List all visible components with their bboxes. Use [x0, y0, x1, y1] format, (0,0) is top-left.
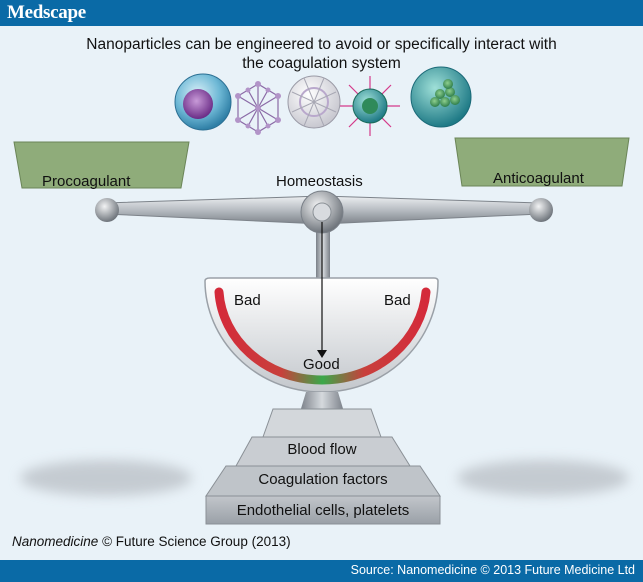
bottom-banner: Source: Nanomedicine © 2013 Future Medic… [0, 560, 643, 582]
left-pan [13, 141, 190, 189]
dial-arc [214, 287, 431, 385]
left-beam-end [95, 198, 119, 222]
caption-line-1: Nanoparticles can be engineered to avoid… [86, 36, 557, 53]
caption-line-2: the coagulation system [242, 55, 401, 72]
nanoparticle-liposome-icon [174, 73, 232, 131]
medscape-logo[interactable]: Medscape [7, 2, 86, 23]
right-beam-end [529, 198, 553, 222]
scale-post [316, 222, 330, 280]
anticoagulant-label: Anticoagulant [493, 170, 584, 187]
source-text: Source: Nanomedicine © 2013 Future Medic… [350, 563, 635, 577]
stand-stem [300, 392, 344, 412]
dial-bad-left-label: Bad [234, 292, 261, 309]
top-banner: Medscape [0, 0, 643, 26]
base-tier-1-top [262, 408, 382, 438]
homeostasis-label: Homeostasis [276, 173, 363, 190]
right-pan [454, 137, 630, 187]
credit-journal: Nanomedicine [12, 534, 99, 549]
dial-bad-right-label: Bad [384, 292, 411, 309]
needle-arrowhead [317, 350, 327, 358]
nanoparticle-lattice-icon [235, 81, 281, 135]
procoagulant-label: Procoagulant [42, 173, 131, 190]
figure-caption: Nanoparticles can be engineered to avoid… [0, 35, 643, 73]
nanoparticle-dendrimer-icon [340, 76, 400, 136]
nanoparticle-fullerene-icon [287, 75, 341, 129]
base-endothelial-label: Endothelial cells, platelets [236, 502, 410, 519]
right-pan-shadow [457, 460, 629, 496]
figure-credit: Nanomedicine © Future Science Group (201… [12, 534, 291, 549]
base-blood-flow-label: Blood flow [287, 441, 357, 458]
base-tier-3 [205, 495, 441, 525]
credit-copyright: © Future Science Group (2013) [98, 534, 291, 549]
nanoparticle-mesoporous-icon [410, 66, 472, 128]
base-coagulation-factors-label: Coagulation factors [258, 471, 388, 488]
dial-good-label: Good [303, 356, 340, 373]
left-pan-shadow [20, 460, 192, 496]
